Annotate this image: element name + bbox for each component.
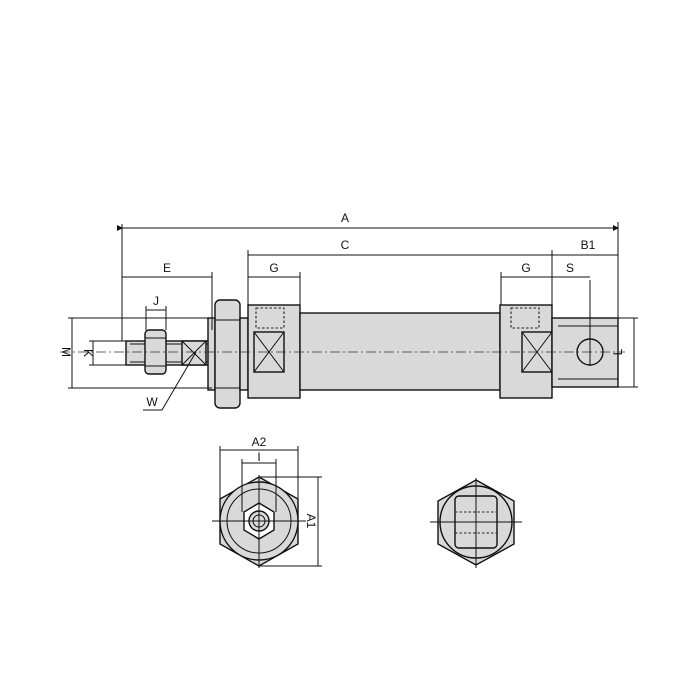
side-view — [60, 280, 625, 409]
label-g-rear: G — [521, 261, 530, 275]
label-s: S — [566, 261, 574, 275]
label-a: A — [341, 211, 349, 225]
label-b1: B1 — [581, 238, 596, 252]
label-i: I — [257, 450, 260, 464]
label-c: C — [341, 238, 350, 252]
w-leader — [143, 351, 197, 411]
dimensions — [68, 222, 638, 411]
label-w: W — [146, 395, 158, 409]
cylinder-tube — [299, 312, 501, 391]
label-g-front: G — [269, 261, 278, 275]
label-k: K — [81, 349, 95, 357]
label-a2: A2 — [252, 435, 267, 449]
front-end-view: A2 I A1 — [212, 435, 322, 568]
label-a1: A1 — [304, 514, 318, 529]
label-m: M — [59, 347, 73, 357]
rear-end-view — [430, 478, 522, 568]
label-e: E — [163, 261, 171, 275]
dimension-labels: A C B1 E G G S J M K W L — [59, 211, 625, 409]
label-l: L — [611, 348, 625, 355]
mounting-nut — [214, 299, 241, 409]
label-j: J — [153, 294, 159, 308]
